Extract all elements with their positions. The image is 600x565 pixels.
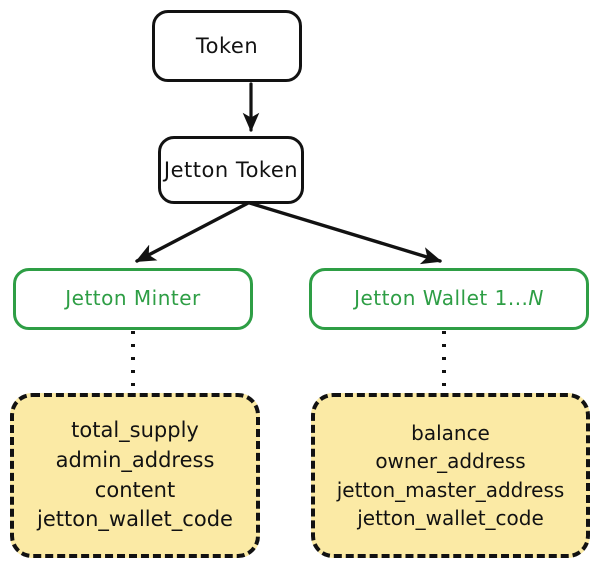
node-minter-attributes[interactable]: total_supply admin_address content jetto… [10, 393, 260, 558]
attribute-line: jetton_wallet_code [37, 507, 233, 532]
attribute-line: total_supply [71, 417, 199, 442]
node-jetton-token[interactable]: Jetton Token [158, 136, 304, 204]
attribute-line: content [94, 477, 176, 502]
node-jetton-token-label: Jetton Token [163, 157, 299, 182]
node-token-label: Token [195, 33, 259, 58]
node-jetton-wallet-label: Jetton Wallet 1...N [354, 286, 544, 311]
node-jetton-wallet-label-suffix: N [528, 286, 544, 311]
node-jetton-wallet[interactable]: Jetton Wallet 1...N [309, 268, 589, 330]
attribute-line: admin_address [55, 447, 215, 472]
attribute-line: balance [411, 420, 490, 445]
node-jetton-minter-label: Jetton Minter [65, 286, 201, 311]
node-token[interactable]: Token [152, 10, 302, 82]
node-wallet-attributes[interactable]: balance owner_address jetton_master_addr… [311, 393, 590, 558]
node-jetton-wallet-label-prefix: Jetton Wallet 1... [354, 286, 529, 311]
attribute-line: owner_address [375, 449, 526, 474]
edge-jetton-token-to-wallet [241, 199, 442, 265]
edge-jetton-token-to-minter [135, 199, 254, 263]
attribute-line: jetton_wallet_code [357, 505, 544, 530]
attribute-line: jetton_master_address [336, 477, 565, 502]
node-jetton-minter[interactable]: Jetton Minter [13, 268, 253, 330]
